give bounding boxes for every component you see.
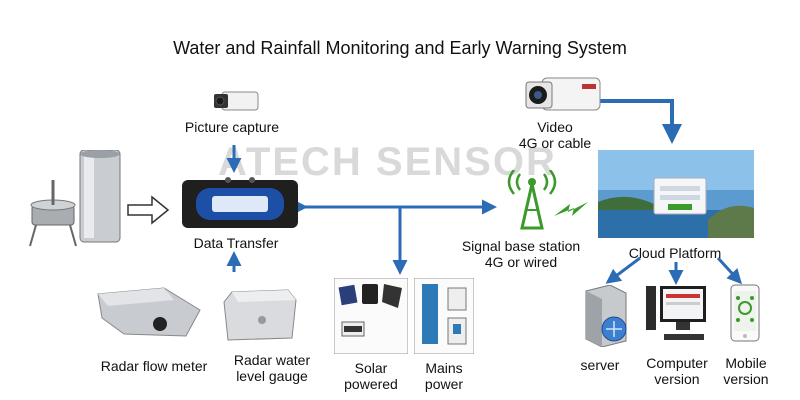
mobile-label-line1: Mobile [725,355,767,371]
solar-panel-icon [334,278,408,354]
cloud-platform-label: Cloud Platform [628,245,722,261]
server-icon [585,285,627,347]
mains-power-icon [414,278,474,354]
diagram-title: Water and Rainfall Monitoring and Early … [173,38,627,58]
camera-icon [214,91,259,111]
signal-station-label-line1: Signal base station [461,238,581,254]
cloud-to-mobile-arrow [716,256,743,285]
computer-label-line2: version [654,371,700,387]
cloud-to-server-arrow [605,256,641,284]
signal-station-label-line2: 4G or wired [484,254,558,270]
camera-icon [525,77,601,111]
cloud-platform-screen-icon [598,150,754,238]
radar-water-level-label-line1: Radar water [233,352,311,368]
solar-label-line2: powered [344,376,398,392]
data-transfer-label: Data Transfer [193,235,279,251]
video-label-line1: Video [537,119,573,135]
computer-label-line1: Computer [646,355,708,371]
video-label-line2: 4G or cable [518,135,592,151]
rain-gauge-icon [29,150,121,247]
mains-label-line2: power [424,376,464,392]
radar-water-level-label-line2: level gauge [236,368,308,384]
signal-tower-icon [507,170,588,230]
radar-flow-meter-icon [97,287,201,337]
watermark: ATECH SENSOR [218,140,557,184]
server-label: server [580,357,620,373]
solar-label-line1: Solar [354,360,388,376]
radar-level-gauge-icon [223,289,297,341]
video-to-cloud-arrow [598,99,682,144]
radar-flow-meter-label: Radar flow meter [100,358,208,374]
mains-label-line1: Mains [425,360,463,376]
computer-icon [646,286,706,340]
data-transfer-unit-icon [182,177,298,228]
mobile-phone-icon [730,284,760,342]
picture-capture-label: Picture capture [184,119,280,135]
mobile-label-line2: version [723,371,769,387]
gauge-to-transfer-arrow [127,195,170,225]
